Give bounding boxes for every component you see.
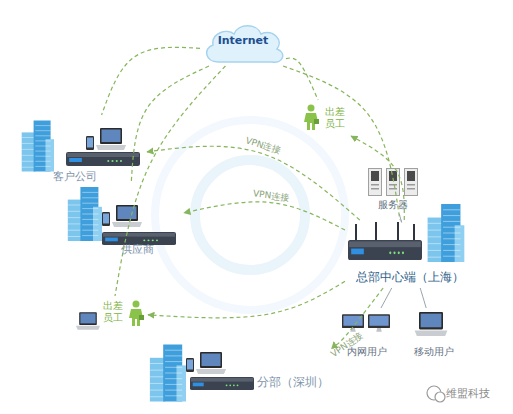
vpn-link (147, 146, 360, 220)
phone-icon (102, 212, 110, 226)
site-node: 分部（深圳） (145, 342, 335, 404)
staff-node: 出差 员工 (72, 296, 148, 334)
building-icon (22, 121, 54, 172)
node-label: 分部（深圳） (257, 376, 335, 390)
building-icon (428, 204, 465, 262)
phone-icon (86, 136, 94, 150)
headquarters-site (348, 204, 464, 262)
vpn-link (184, 202, 345, 230)
user-node: 内网用户 (338, 308, 396, 360)
link-label: VPN连接 (253, 187, 291, 204)
hub-node: 总部中心端（上海） (345, 220, 475, 288)
link-label: VPN连接 (244, 135, 283, 158)
router-icon (348, 240, 422, 260)
vpn-link (334, 288, 383, 345)
monitor-icon (342, 314, 364, 331)
staff-node: 出差 员工 (302, 100, 352, 136)
lan-link (420, 288, 426, 308)
monitor-icon (368, 314, 390, 331)
person-icon (129, 301, 144, 327)
node-label: 服务器 (368, 199, 418, 211)
watermark-circle (435, 392, 445, 402)
intranet-users (342, 314, 390, 331)
watermark-icon (427, 386, 445, 402)
laptop-icon (112, 205, 142, 227)
person-icon (304, 105, 319, 131)
node-label: 出差 员工 (103, 300, 127, 323)
watermark-text: 维盟科技 (446, 386, 490, 401)
router-icon (66, 152, 140, 166)
site-node: 客户公司 (15, 115, 147, 187)
user-node: 移动用户 (404, 308, 464, 360)
site-node: 供应商 (62, 182, 184, 258)
phone-icon (186, 358, 194, 372)
node-label: 内网用户 (340, 346, 394, 358)
client-site (22, 121, 140, 172)
lan-link (381, 288, 392, 308)
laptop-icon (415, 312, 448, 336)
building-icon (150, 345, 186, 402)
lan-link (399, 214, 401, 222)
laptop-icon (96, 128, 126, 150)
node-label: Internet (200, 35, 286, 48)
vpn-link (131, 66, 209, 182)
vpn-link (115, 66, 225, 296)
server-node: 服务器 (358, 166, 428, 214)
vpn-link (148, 281, 345, 317)
node-label: 移动用户 (407, 346, 461, 358)
laptop-icon (76, 312, 100, 330)
laptop-icon (196, 352, 226, 374)
antenna-lines (356, 222, 414, 240)
vpn-link (283, 66, 400, 220)
node-label: 供应商 (102, 244, 172, 257)
background-ring (195, 160, 305, 270)
server-icon (387, 169, 400, 196)
node-label: 出差 员工 (325, 106, 349, 129)
server-icon (405, 169, 418, 196)
background-ring (155, 120, 345, 310)
background-rings (155, 120, 345, 310)
router-icon (190, 377, 254, 390)
vpn-link (102, 47, 200, 115)
server-icon (369, 169, 382, 196)
node-label: 客户公司 (35, 171, 115, 184)
building-icon (68, 187, 102, 241)
cloud-node: Internet (200, 20, 286, 66)
supplier-site (68, 187, 176, 245)
node-label: 总部中心端（上海） (345, 271, 475, 285)
server-group (369, 169, 418, 196)
vpn-link (286, 58, 318, 100)
branch-site (150, 345, 254, 402)
